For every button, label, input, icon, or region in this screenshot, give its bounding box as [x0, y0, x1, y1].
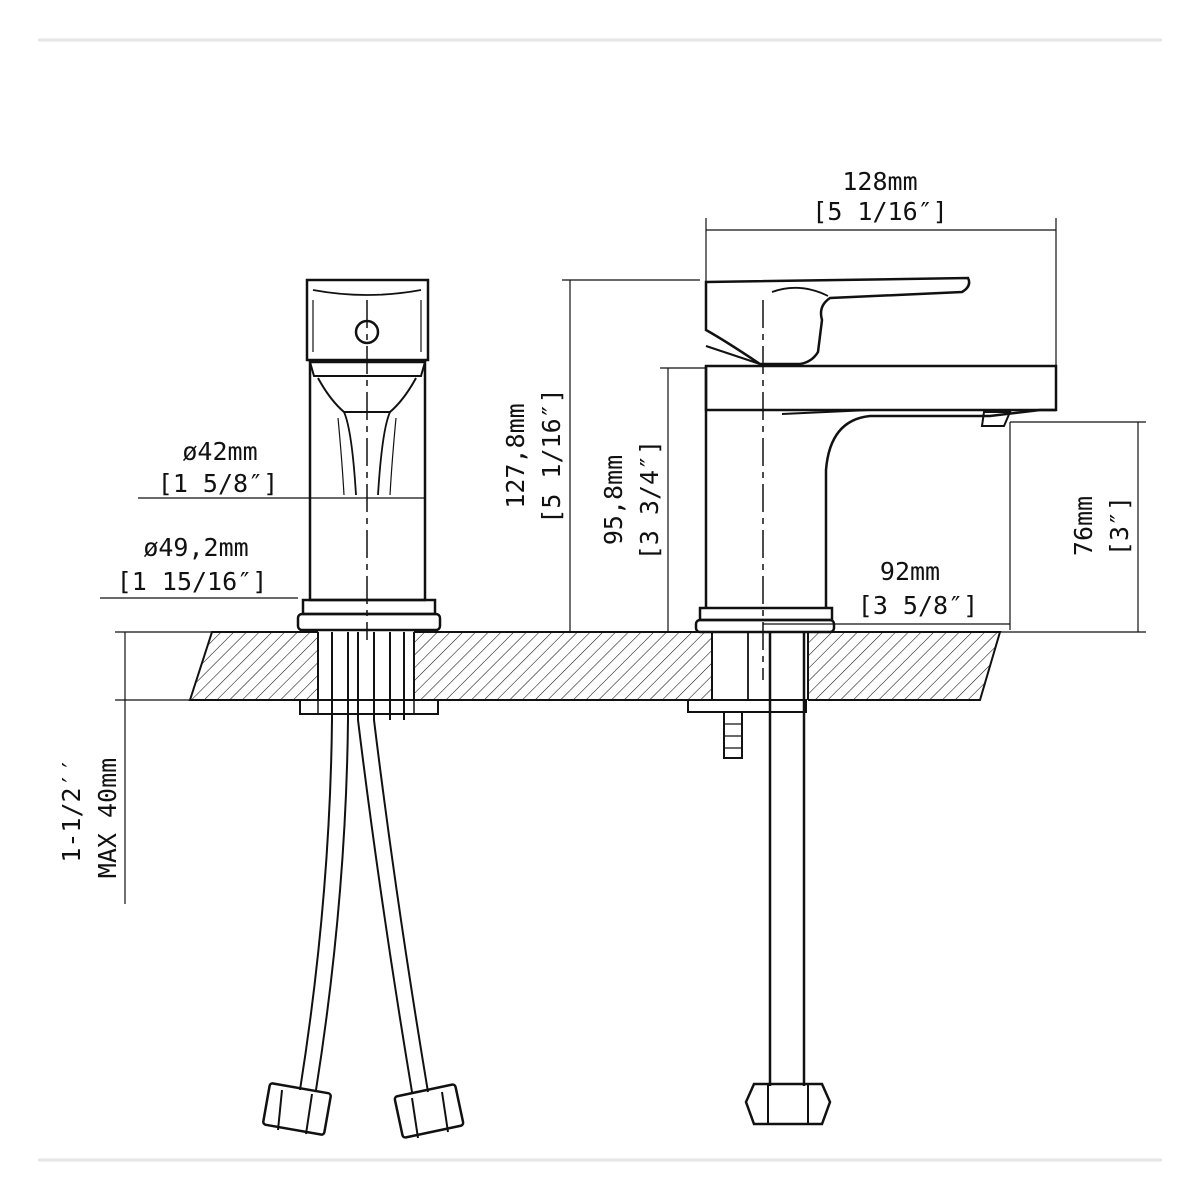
- total-height-imperial-label: [5 1/16″]: [537, 388, 566, 523]
- base-diameter-metric-label: ø49,2mm: [143, 533, 248, 562]
- reach-imperial-label: [3 5/8″]: [858, 591, 978, 620]
- countertop-section: [188, 630, 1002, 702]
- spout-height-metric-label: 95,8mm: [599, 455, 628, 545]
- body-diameter-metric-label: ø42mm: [182, 437, 257, 466]
- dimension-lines: [100, 218, 1146, 904]
- deck-thickness-label-1: 1-1/2′′: [57, 757, 86, 862]
- supply-nut-icon: [744, 1082, 832, 1126]
- faucet-front-view: [262, 278, 465, 1139]
- reach-metric-label: 92mm: [880, 557, 940, 586]
- outlet-height-imperial-label: [3″]: [1105, 496, 1134, 556]
- body-diameter-imperial-label: [1 5/8″]: [158, 469, 278, 498]
- width-imperial-label: [5 1/16″]: [812, 197, 947, 226]
- faucet-side-view: [687, 276, 1058, 1126]
- hose-fitting-left-icon: [262, 1082, 332, 1136]
- dimension-labels: 128mm [5 1/16″] 127,8mm [5 1/16″] 95,8mm…: [57, 167, 1134, 878]
- spout-height-imperial-label: [3 3/4″]: [635, 440, 664, 560]
- base-diameter-imperial-label: [1 15/16″]: [117, 567, 268, 596]
- width-metric-label: 128mm: [842, 167, 917, 196]
- page-frame: [38, 38, 1162, 1162]
- total-height-metric-label: 127,8mm: [501, 403, 530, 508]
- hose-fitting-right-icon: [393, 1083, 465, 1139]
- outlet-height-metric-label: 76mm: [1069, 496, 1098, 556]
- deck-thickness-label-2: MAX 40mm: [93, 758, 122, 878]
